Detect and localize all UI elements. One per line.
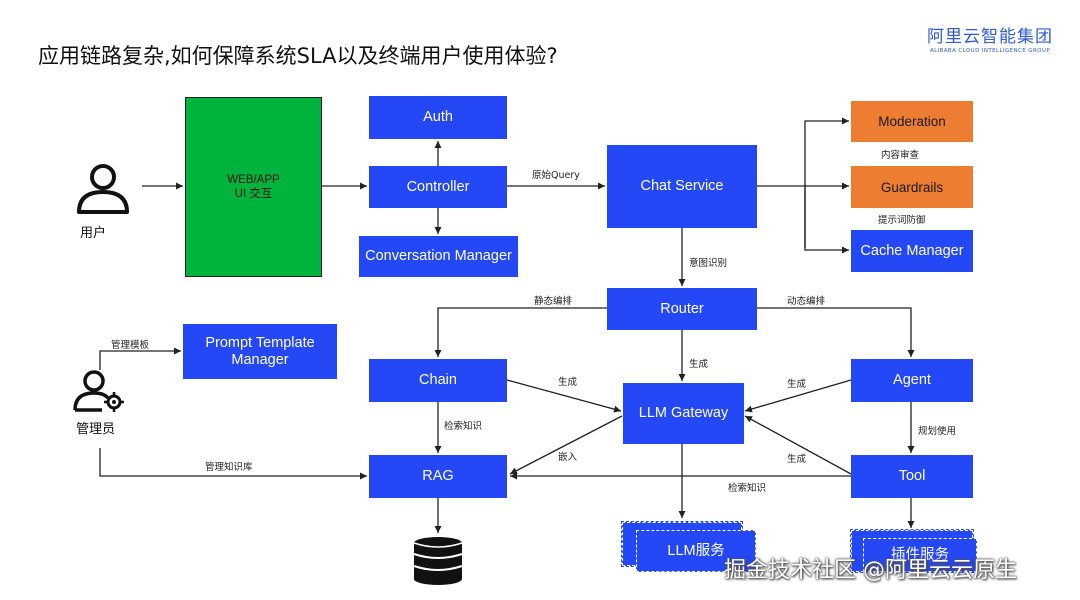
edge-router-chain xyxy=(434,307,607,357)
edge-tool-gateway xyxy=(744,415,852,475)
label-manage-template: 管理模板 xyxy=(111,340,150,351)
agent-node[interactable]: Agent xyxy=(851,359,973,402)
web-app-node[interactable]: WEB/APP UI 交互 xyxy=(185,97,322,277)
edge-admin-template xyxy=(99,347,181,370)
moderation-node[interactable]: Moderation xyxy=(851,101,973,142)
label-generate-agent: 生成 xyxy=(787,379,807,390)
edge-to-moderation xyxy=(804,117,849,248)
label-content-review: 内容审查 xyxy=(881,150,920,161)
user-icon xyxy=(77,164,129,214)
chain-node[interactable]: Chain xyxy=(369,359,507,402)
label-generate-chain: 生成 xyxy=(558,377,578,388)
label-embed: 嵌入 xyxy=(558,452,578,463)
page-title: 应用链路复杂,如何保障系统SLA以及终端用户使用体验? xyxy=(38,44,558,68)
prompt-template-manager-node[interactable]: Prompt Template Manager xyxy=(183,324,337,379)
label-prompt-defense: 提示词防御 xyxy=(878,215,926,226)
rag-node[interactable]: RAG xyxy=(369,455,507,498)
chat-service-node[interactable]: Chat Service xyxy=(607,145,757,228)
edge-chain-gateway xyxy=(506,379,622,413)
label-retrieve-chain: 检索知识 xyxy=(444,421,483,432)
label-plan-use: 规划使用 xyxy=(918,426,957,437)
edge-to-cache xyxy=(804,186,849,254)
edge-gateway-rag xyxy=(509,415,623,475)
edge-router-agent xyxy=(757,307,915,357)
admin-icon xyxy=(73,370,124,412)
router-node[interactable]: Router xyxy=(607,288,757,330)
label-intent-recognition: 意图识别 xyxy=(689,258,728,269)
watermark: 掘金技术社区 @阿里云云原生 xyxy=(724,558,1017,583)
label-generate-router: 生成 xyxy=(689,359,709,370)
plugin-service-node[interactable]: 插件服务 xyxy=(863,538,977,572)
company-logo: 阿里云智能集团 ALIBABA CLOUD INTELLIGENCE GROUP xyxy=(910,22,1070,54)
admin-caption: 管理员 xyxy=(76,422,116,437)
label-static-orchestration: 静态编排 xyxy=(534,296,573,307)
cache-manager-node[interactable]: Cache Manager xyxy=(851,230,973,272)
conversation-manager-node[interactable]: Conversation Manager xyxy=(359,236,518,277)
logo-sub-text: ALIBABA CLOUD INTELLIGENCE GROUP xyxy=(929,48,1051,54)
web-app-line1: WEB/APP xyxy=(227,174,280,186)
label-generate-tool: 生成 xyxy=(787,454,807,465)
tool-node[interactable]: Tool xyxy=(851,455,973,498)
guardrails-node[interactable]: Guardrails xyxy=(851,166,973,208)
edge-agent-gateway xyxy=(744,379,852,413)
label-manage-kb: 管理知识库 xyxy=(205,462,253,473)
logo-main-text: 阿里云智能集团 xyxy=(927,27,1053,47)
auth-node[interactable]: Auth xyxy=(369,96,507,139)
controller-node[interactable]: Controller xyxy=(369,166,507,208)
database-icon xyxy=(413,537,463,585)
edge-admin-rag xyxy=(99,448,367,480)
label-retrieve-tool: 检索知识 xyxy=(728,483,767,494)
user-caption: 用户 xyxy=(80,226,107,241)
llm-gateway-node[interactable]: LLM Gateway xyxy=(623,383,744,444)
llm-service-node[interactable]: LLM服务 xyxy=(636,530,756,572)
label-original-query: 原始Query xyxy=(532,170,580,181)
web-app-line2: UI 交互 xyxy=(234,188,273,200)
label-dynamic-orchestration: 动态编排 xyxy=(787,296,826,307)
